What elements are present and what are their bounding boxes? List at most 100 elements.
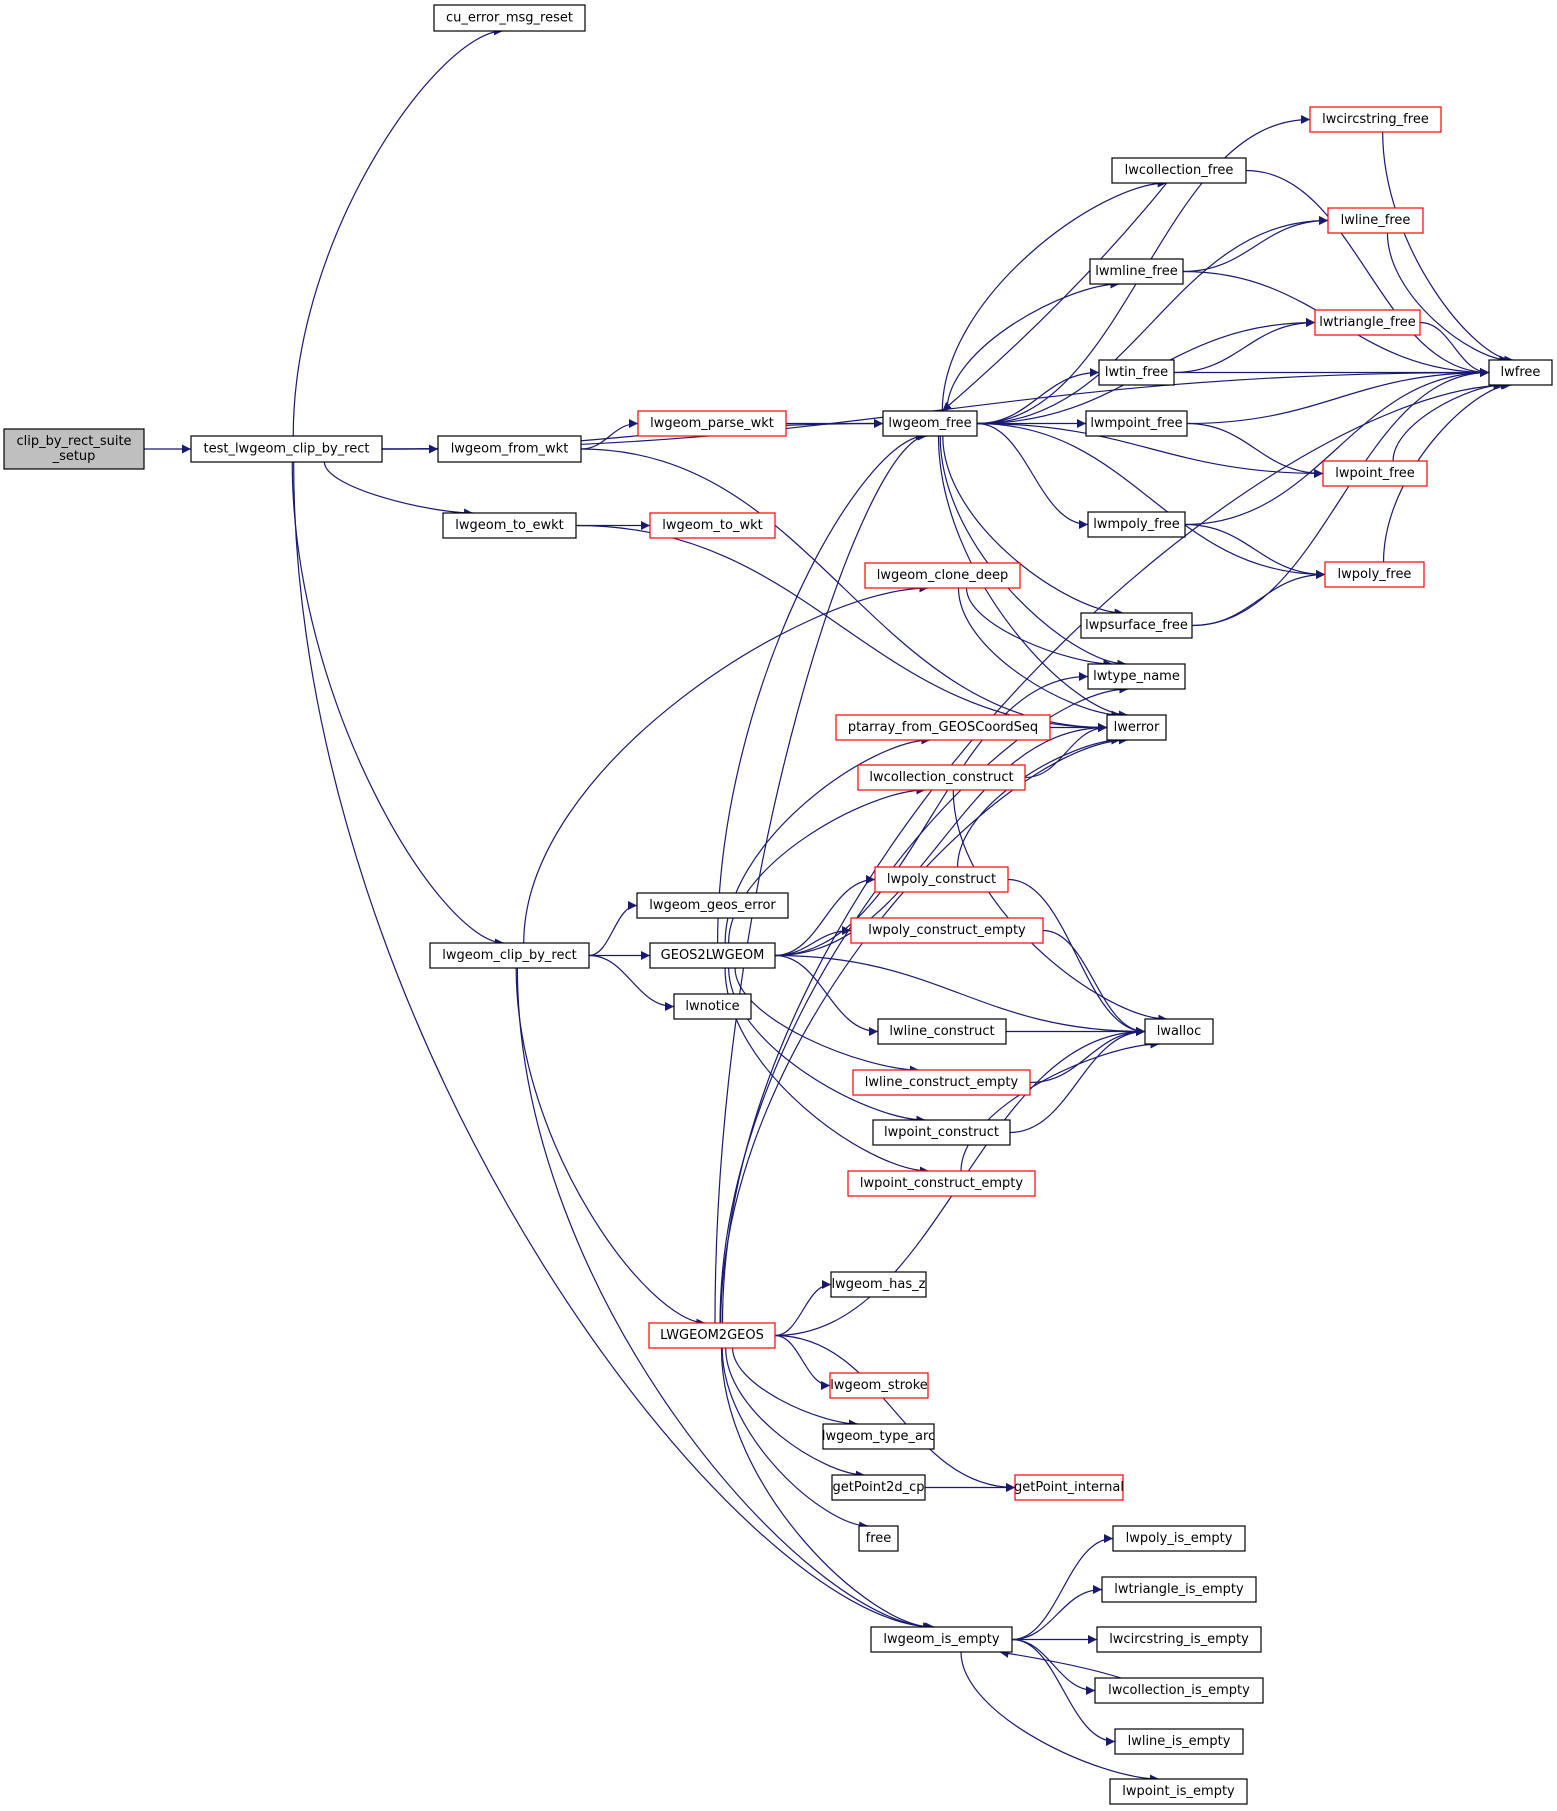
node-box[interactable] bbox=[1101, 1576, 1257, 1603]
node-getPoint2d_cp[interactable]: getPoint2d_cp bbox=[831, 1474, 926, 1501]
node-lwcollection_construct[interactable]: lwcollection_construct bbox=[857, 764, 1026, 791]
node-box[interactable] bbox=[1309, 106, 1442, 133]
node-box[interactable] bbox=[877, 1018, 1007, 1045]
node-box[interactable] bbox=[433, 4, 586, 32]
node-box[interactable] bbox=[882, 410, 978, 437]
node-box[interactable] bbox=[1080, 612, 1193, 639]
node-box[interactable] bbox=[872, 1119, 1011, 1146]
node-getPoint_internal[interactable]: getPoint_internal bbox=[1014, 1474, 1124, 1501]
node-lwpsurface_free[interactable]: lwpsurface_free bbox=[1080, 612, 1193, 639]
node-lwmpoly_free[interactable]: lwmpoly_free bbox=[1087, 511, 1186, 538]
node-lwtype_name[interactable]: lwtype_name bbox=[1087, 663, 1186, 690]
node-box[interactable] bbox=[1098, 359, 1175, 386]
node-lwline_is_empty[interactable]: lwline_is_empty bbox=[1114, 1728, 1244, 1755]
node-lwpoly_construct_empty[interactable]: lwpoly_construct_empty bbox=[850, 917, 1044, 944]
node-GEOS2LWGEOM[interactable]: GEOS2LWGEOM bbox=[649, 942, 776, 969]
node-box[interactable] bbox=[1089, 258, 1184, 285]
node-box[interactable] bbox=[870, 1626, 1013, 1653]
node-box[interactable] bbox=[1094, 1677, 1264, 1704]
node-box[interactable] bbox=[1096, 1626, 1262, 1653]
node-box[interactable] bbox=[648, 1322, 776, 1349]
node-LWGEOM2GEOS[interactable]: LWGEOM2GEOS bbox=[648, 1322, 776, 1349]
node-box[interactable] bbox=[835, 714, 1051, 741]
node-lwtin_free[interactable]: lwtin_free bbox=[1098, 359, 1175, 386]
node-lwcollection_is_empty[interactable]: lwcollection_is_empty bbox=[1094, 1677, 1264, 1704]
node-box[interactable] bbox=[1114, 1728, 1244, 1755]
node-cu_error_msg_reset[interactable]: cu_error_msg_reset bbox=[433, 4, 586, 32]
node-box[interactable] bbox=[1111, 157, 1247, 184]
node-box[interactable] bbox=[649, 512, 776, 539]
node-lwpoint_construct[interactable]: lwpoint_construct bbox=[872, 1119, 1011, 1146]
node-box[interactable] bbox=[830, 1271, 927, 1298]
node-box[interactable] bbox=[850, 917, 1044, 944]
node-lwmline_free[interactable]: lwmline_free bbox=[1089, 258, 1184, 285]
node-box[interactable] bbox=[852, 1069, 1031, 1096]
node-lwline_construct_empty[interactable]: lwline_construct_empty bbox=[852, 1069, 1031, 1096]
node-ptarray_from_GEOSCoordSeq[interactable]: ptarray_from_GEOSCoordSeq bbox=[835, 714, 1051, 741]
node-box[interactable] bbox=[1322, 460, 1428, 487]
node-lwgeom_parse_wkt[interactable]: lwgeom_parse_wkt bbox=[637, 410, 787, 437]
node-box[interactable] bbox=[857, 764, 1026, 791]
node-box[interactable] bbox=[847, 1170, 1036, 1197]
node-lwmpoint_free[interactable]: lwmpoint_free bbox=[1085, 410, 1188, 437]
node-box[interactable] bbox=[1314, 309, 1421, 336]
node-box[interactable] bbox=[1327, 207, 1424, 234]
node-box[interactable] bbox=[1014, 1474, 1124, 1501]
node-box[interactable] bbox=[1109, 1778, 1248, 1805]
node-lwgeom_to_wkt[interactable]: lwgeom_to_wkt bbox=[649, 512, 776, 539]
node-box[interactable] bbox=[637, 410, 787, 437]
node-lwpoly_free[interactable]: lwpoly_free bbox=[1324, 561, 1425, 588]
node-lwgeom_is_empty[interactable]: lwgeom_is_empty bbox=[870, 1626, 1013, 1653]
node-box[interactable] bbox=[649, 942, 776, 969]
node-lwgeom_clip_by_rect[interactable]: lwgeom_clip_by_rect bbox=[429, 942, 590, 969]
node-test_lwgeom_clip_by_rect[interactable]: test_lwgeom_clip_by_rect bbox=[190, 435, 383, 463]
node-lwgeom_stroke[interactable]: lwgeom_stroke bbox=[829, 1372, 929, 1399]
node-box[interactable] bbox=[1085, 410, 1188, 437]
node-box[interactable] bbox=[1324, 561, 1425, 588]
node-box[interactable] bbox=[829, 1372, 929, 1399]
node-lwpoly_is_empty[interactable]: lwpoly_is_empty bbox=[1112, 1525, 1246, 1552]
node-box[interactable] bbox=[1144, 1018, 1214, 1045]
node-clip_by_rect_suite_setup[interactable]: clip_by_rect_suite_setup bbox=[3, 428, 145, 470]
node-lwgeom_geos_error[interactable]: lwgeom_geos_error bbox=[636, 892, 789, 919]
node-lwpoint_construct_empty[interactable]: lwpoint_construct_empty bbox=[847, 1170, 1036, 1197]
node-box[interactable] bbox=[636, 892, 789, 919]
node-box[interactable] bbox=[822, 1423, 935, 1450]
node-box[interactable] bbox=[1106, 714, 1167, 741]
node-box[interactable] bbox=[442, 512, 577, 539]
node-lwpoly_construct[interactable]: lwpoly_construct bbox=[874, 866, 1009, 893]
node-box[interactable] bbox=[190, 435, 383, 463]
node-box[interactable] bbox=[673, 993, 752, 1020]
node-lwnotice[interactable]: lwnotice bbox=[673, 993, 752, 1020]
node-box[interactable] bbox=[858, 1525, 899, 1552]
node-lwerror[interactable]: lwerror bbox=[1106, 714, 1167, 741]
node-lwtriangle_free[interactable]: lwtriangle_free bbox=[1314, 309, 1421, 336]
node-box[interactable] bbox=[1112, 1525, 1246, 1552]
node-lwalloc[interactable]: lwalloc bbox=[1144, 1018, 1214, 1045]
node-box[interactable] bbox=[1488, 359, 1553, 386]
node-lwline_free[interactable]: lwline_free bbox=[1327, 207, 1424, 234]
node-lwgeom_to_ewkt[interactable]: lwgeom_to_ewkt bbox=[442, 512, 577, 539]
node-lwpoint_free[interactable]: lwpoint_free bbox=[1322, 460, 1428, 487]
node-lwgeom_clone_deep[interactable]: lwgeom_clone_deep bbox=[864, 562, 1021, 589]
node-lwgeom_has_z[interactable]: lwgeom_has_z bbox=[830, 1271, 927, 1298]
node-box[interactable] bbox=[3, 428, 145, 470]
node-box[interactable] bbox=[437, 435, 582, 463]
node-lwcircstring_free[interactable]: lwcircstring_free bbox=[1309, 106, 1442, 133]
node-lwpoint_is_empty[interactable]: lwpoint_is_empty bbox=[1109, 1778, 1248, 1805]
node-box[interactable] bbox=[831, 1474, 926, 1501]
node-box[interactable] bbox=[864, 562, 1021, 589]
node-box[interactable] bbox=[874, 866, 1009, 893]
node-lwcollection_free[interactable]: lwcollection_free bbox=[1111, 157, 1247, 184]
node-lwgeom_from_wkt[interactable]: lwgeom_from_wkt bbox=[437, 435, 582, 463]
node-lwtriangle_is_empty[interactable]: lwtriangle_is_empty bbox=[1101, 1576, 1257, 1603]
node-lwcircstring_is_empty[interactable]: lwcircstring_is_empty bbox=[1096, 1626, 1262, 1653]
node-lwgeom_type_arc[interactable]: lwgeom_type_arc bbox=[822, 1423, 935, 1450]
node-box[interactable] bbox=[1087, 511, 1186, 538]
node-box[interactable] bbox=[429, 942, 590, 969]
node-lwline_construct[interactable]: lwline_construct bbox=[877, 1018, 1007, 1045]
node-box[interactable] bbox=[1087, 663, 1186, 690]
node-free[interactable]: free bbox=[858, 1525, 899, 1552]
node-lwgeom_free[interactable]: lwgeom_free bbox=[882, 410, 978, 437]
node-lwfree[interactable]: lwfree bbox=[1488, 359, 1553, 386]
